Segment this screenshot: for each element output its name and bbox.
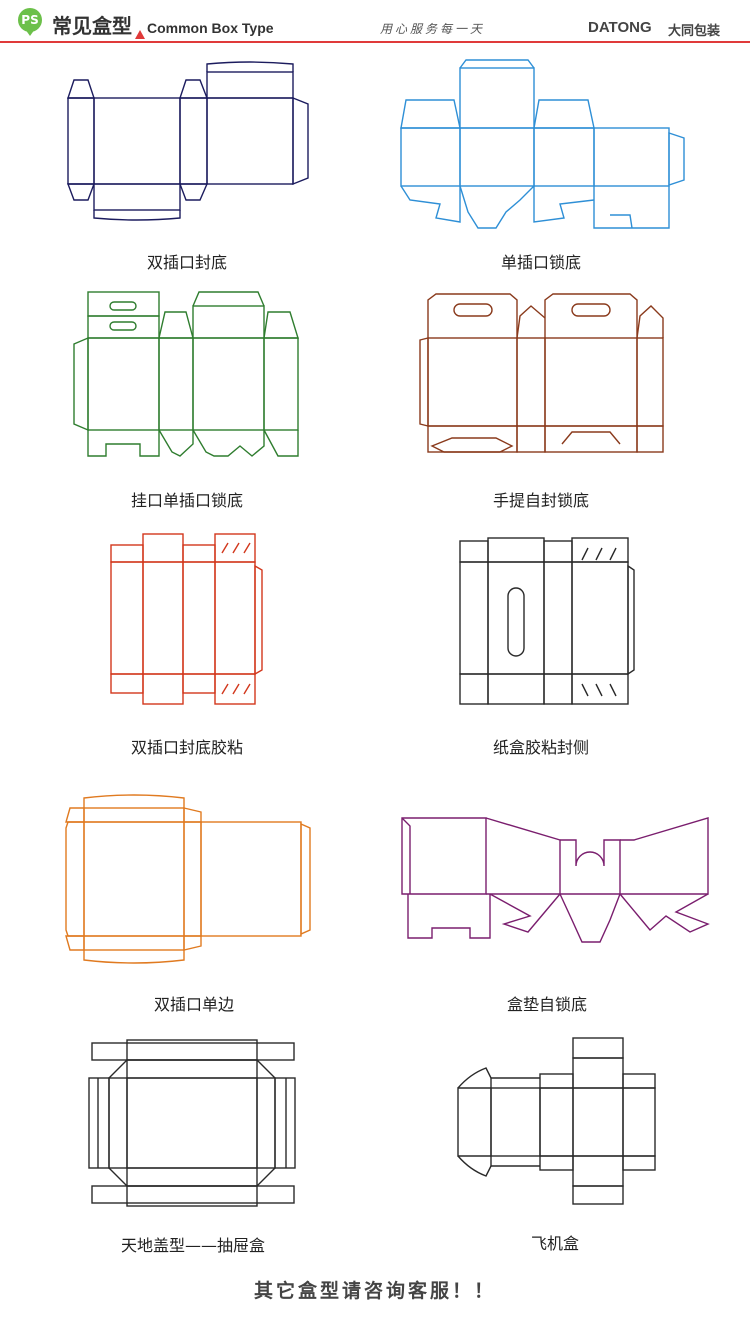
page-subtitle: Common Box Type	[147, 20, 274, 36]
logo-pin-icon	[25, 29, 35, 36]
box-label-lid-base-drawer: 天地盖型——抽屉盒	[120, 1236, 265, 1255]
box-label-double-tuck-seal: 双插口封底	[146, 253, 227, 272]
ps-logo-icon: PS	[18, 8, 42, 32]
box-label-tray-lock: 盒垫自锁底	[506, 995, 587, 1014]
box-label-double-tuck-single-side: 双插口单边	[153, 995, 234, 1014]
slogan: 用心服务每一天	[380, 22, 486, 36]
brand-name-cn: 大同包装	[668, 24, 721, 39]
box-dieline-glued-side	[459, 537, 635, 705]
box-label-glued-side: 纸盒胶粘封侧	[492, 738, 589, 757]
box-label-handle-lock: 手提自封锁底	[492, 491, 589, 510]
box-dieline-handle-lock	[419, 293, 664, 453]
box-dieline-mailer	[457, 1037, 656, 1205]
box-label-double-tuck-glued: 双插口封底胶粘	[130, 738, 243, 757]
box-dieline-lid-base-drawer	[88, 1039, 296, 1207]
box-dieline-single-tuck-lock	[400, 59, 685, 229]
title-triangle-icon	[135, 30, 145, 39]
box-dieline-double-tuck-glued	[110, 533, 263, 705]
box-dieline-tray-lock	[401, 817, 710, 943]
brand-name: DATONG	[588, 19, 652, 36]
box-dieline-double-tuck-single-side	[65, 794, 311, 964]
box-dieline-double-tuck-seal	[66, 61, 309, 221]
header: PS 常见盒型 Common Box Type 用心服务每一天 DATONG 大…	[0, 0, 750, 44]
header-divider	[0, 41, 750, 43]
footer-note: 其它盒型请咨询客服！！	[253, 1280, 496, 1302]
box-dieline-hanger-tuck-lock	[73, 291, 299, 457]
box-label-mailer: 飞机盒	[530, 1234, 579, 1253]
page-title: 常见盒型	[52, 14, 132, 38]
box-label-hanger-tuck-lock: 挂口单插口锁底	[130, 491, 243, 510]
box-label-single-tuck-lock: 单插口锁底	[500, 253, 581, 272]
